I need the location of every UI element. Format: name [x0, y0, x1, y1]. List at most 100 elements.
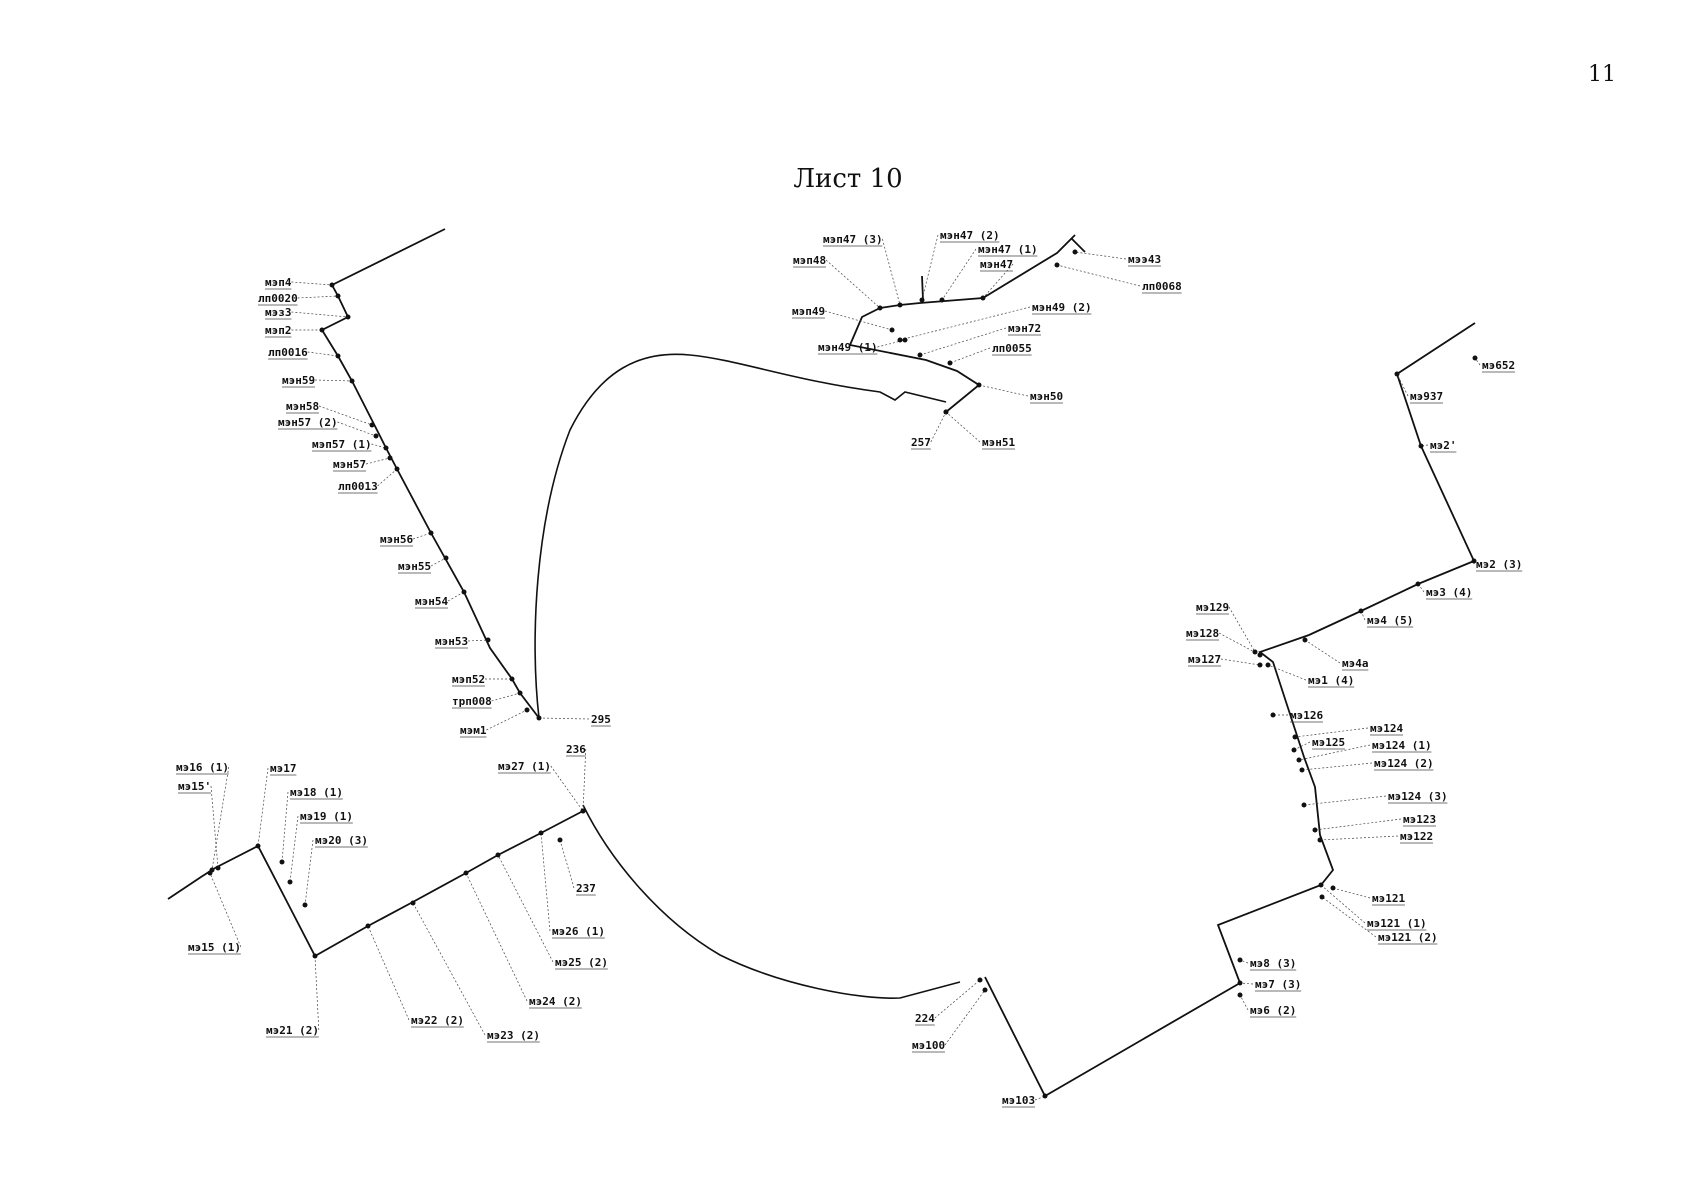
label-leader-line: [1074, 251, 1127, 260]
label-leader-line: [291, 311, 349, 318]
label-leader-line: [882, 238, 901, 306]
node-label: мэп47 (3): [823, 233, 883, 246]
label-leader-line: [538, 717, 590, 720]
label-leader-line: [412, 532, 432, 540]
contour-line: [534, 353, 961, 999]
node-label: мэ6 (2): [1250, 1004, 1296, 1017]
node-label: мэ123: [1403, 813, 1436, 826]
network-node: [1471, 558, 1477, 564]
label-leader-line: [1239, 994, 1249, 1011]
node-label: мэн47: [980, 258, 1013, 271]
network-node: [1054, 262, 1060, 268]
label-leader-line: [257, 767, 269, 847]
node-label: мэ122: [1400, 830, 1433, 843]
network-node: [919, 297, 925, 303]
label-leader-line: [365, 457, 391, 465]
network-node: [1319, 894, 1325, 900]
network-node: [897, 337, 903, 343]
network-node: [943, 409, 949, 415]
network-node: [461, 589, 467, 595]
node-label: мэ103: [1002, 1094, 1035, 1107]
node-label: лп0020: [258, 292, 298, 305]
node-label: мэ7 (3): [1255, 978, 1301, 991]
pipe-segment: [921, 275, 924, 301]
node-label: мэн51: [982, 436, 1015, 449]
node-label: мэ3 (4): [1426, 586, 1472, 599]
network-node: [1415, 581, 1421, 587]
node-label: мэн59: [282, 374, 315, 387]
label-leader-line: [1267, 664, 1307, 681]
node-label: мэ126: [1290, 709, 1323, 722]
label-leader-line: [1220, 658, 1261, 666]
node-label: мэ16 (1): [176, 761, 229, 774]
pipe-segment: [320, 228, 540, 719]
network-node: [1317, 837, 1323, 843]
label-leader-line: [337, 421, 377, 437]
label-leader-line: [1474, 357, 1481, 366]
network-node: [1072, 249, 1078, 255]
network-node: [877, 305, 883, 311]
network-node: [383, 445, 389, 451]
label-leader-line: [1332, 887, 1371, 899]
label-leader-line: [209, 872, 242, 948]
network-node: [538, 830, 544, 836]
label-leader-line: [1314, 818, 1402, 831]
network-node: [335, 293, 341, 299]
network-node: [557, 837, 563, 843]
node-label: 295: [591, 713, 611, 726]
node-label: мэ652: [1482, 359, 1515, 372]
label-leader-line: [1304, 639, 1341, 664]
node-label: трп008: [452, 695, 492, 708]
label-leader-line: [582, 748, 587, 812]
label-leader-line: [318, 405, 373, 426]
node-label: мэ26 (1): [552, 925, 605, 938]
network-node: [977, 977, 983, 983]
node-label: мэ18 (1): [290, 786, 343, 799]
node-label: мэ124 (2): [1374, 757, 1434, 770]
label-leader-line: [467, 639, 489, 642]
label-leader-line: [314, 955, 320, 1031]
network-node: [335, 353, 341, 359]
network-node: [410, 900, 416, 906]
node-label: 224: [915, 1012, 935, 1025]
node-label: мэ17: [270, 762, 297, 775]
node-label: мэп57 (1): [312, 438, 372, 451]
node-label: мэ125: [1312, 736, 1345, 749]
node-label: мэ27 (1): [498, 760, 551, 773]
node-label: мэн53: [435, 635, 468, 648]
node-label: мэн57 (2): [278, 416, 338, 429]
label-leader-line: [1303, 795, 1387, 806]
node-label: 257: [911, 436, 931, 449]
label-leader-line: [1321, 896, 1377, 938]
node-label: мэ2': [1430, 439, 1457, 452]
label-leader-line: [314, 379, 353, 382]
label-leader-line: [281, 791, 289, 863]
node-label: мэн49 (2): [1032, 301, 1092, 314]
label-leader-line: [367, 925, 410, 1021]
node-label: мэн49 (1): [818, 341, 878, 354]
label-leader-line: [430, 557, 447, 567]
node-label: мэ124: [1370, 722, 1403, 735]
network-node: [509, 676, 515, 682]
node-label: мэн47 (1): [978, 243, 1038, 256]
network-node: [1394, 371, 1400, 377]
node-label: мэ8 (3): [1250, 957, 1296, 970]
label-leader-line: [941, 248, 977, 301]
pipe-segment: [848, 234, 1076, 413]
label-leader-line: [1228, 606, 1256, 653]
node-label: мэм1: [460, 724, 487, 737]
label-leader-line: [491, 692, 521, 702]
node-label: мэ15': [178, 780, 211, 793]
label-leader-line: [944, 989, 986, 1046]
node-label: 236: [566, 743, 586, 756]
network-node: [495, 852, 501, 858]
network-node: [1257, 652, 1263, 658]
node-label: мэ22 (2): [411, 1014, 464, 1027]
node-label: мэ129: [1196, 601, 1229, 614]
network-node: [373, 433, 379, 439]
network-node: [255, 843, 261, 849]
node-label: мэ128: [1186, 627, 1219, 640]
label-leader-line: [1293, 741, 1311, 751]
label-leader-line: [211, 766, 230, 871]
label-leader-line: [1301, 762, 1373, 771]
